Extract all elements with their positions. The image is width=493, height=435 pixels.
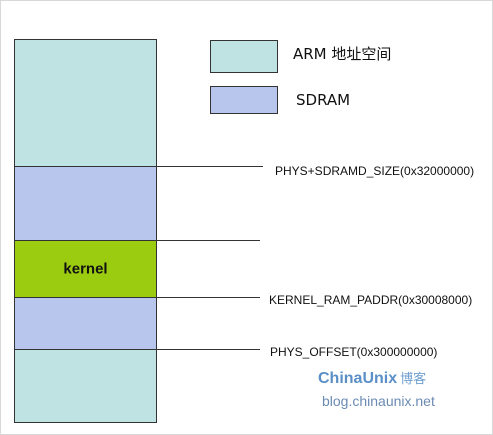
sdram-block-lower bbox=[14, 297, 157, 350]
phys-offset-marker-line bbox=[157, 349, 260, 350]
kernel-label: kernel bbox=[63, 260, 108, 278]
arm-address-space-block-top bbox=[14, 39, 157, 167]
kernel-start-marker-line bbox=[157, 297, 260, 298]
legend-label-arm: ARM 地址空间 bbox=[293, 45, 392, 63]
sdram-end-marker-line bbox=[157, 166, 263, 167]
kernel-end-marker-line bbox=[157, 240, 260, 241]
arm-address-space-block-bottom bbox=[14, 349, 157, 423]
watermark-brand-sub: 博客 bbox=[400, 372, 427, 387]
phys-sdram-size-annotation: PHYS+SDRAMD_SIZE(0x32000000) bbox=[275, 164, 475, 178]
kernel-ram-paddr-annotation: KERNEL_RAM_PADDR(0x30008000) bbox=[269, 293, 473, 307]
sdram-block-upper bbox=[14, 166, 157, 241]
legend-swatch-sdram bbox=[210, 86, 278, 114]
watermark-brand-name: ChinaUnix bbox=[318, 370, 398, 387]
phys-offset-annotation: PHYS_OFFSET(0x300000000) bbox=[270, 345, 438, 359]
legend-label-sdram: SDRAM bbox=[296, 91, 351, 109]
watermark-url: blog.chinaunix.net bbox=[322, 393, 435, 409]
kernel-block: kernel bbox=[14, 240, 157, 298]
legend-swatch-arm bbox=[210, 40, 278, 73]
